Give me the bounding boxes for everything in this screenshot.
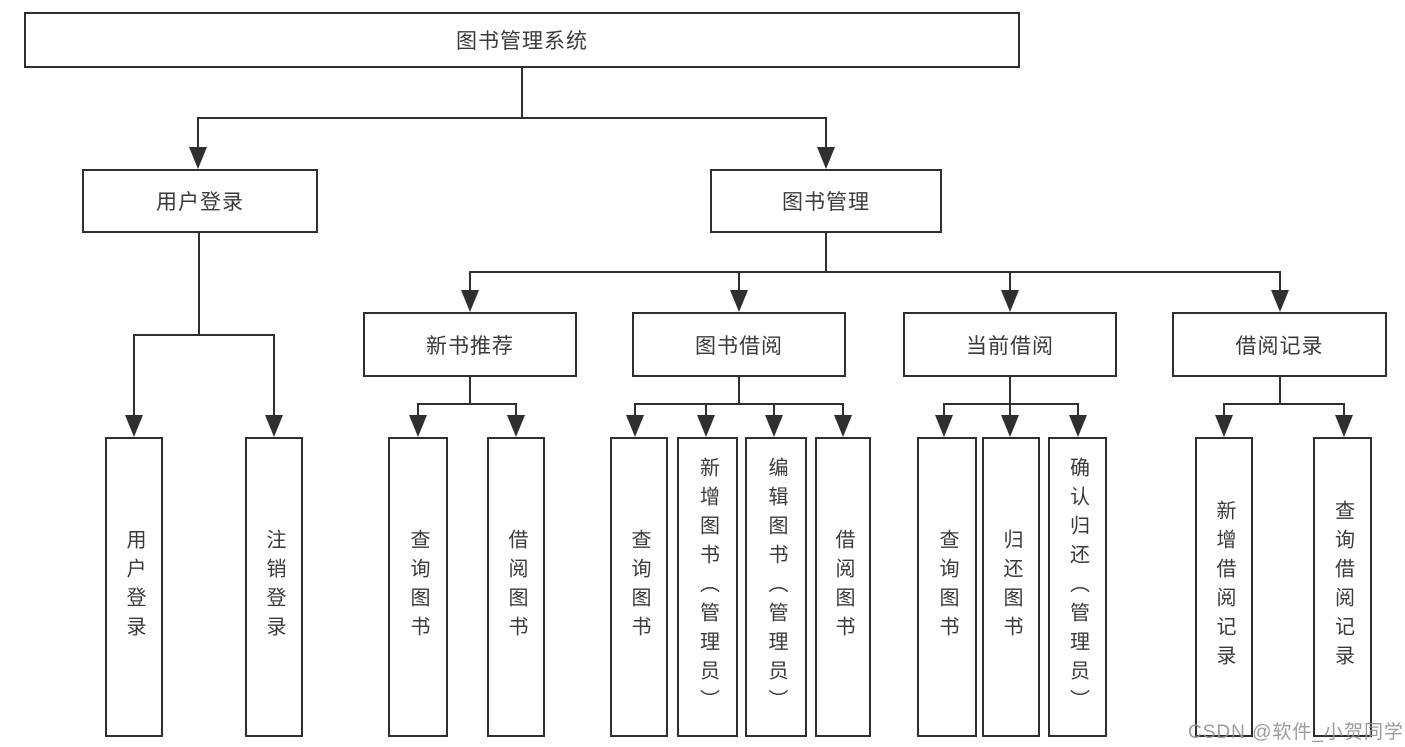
node-book-borrow: 图书借阅 (632, 312, 846, 377)
node-book-management: 图书管理 (710, 169, 942, 233)
arrow-cb-confirm-head (1069, 415, 1087, 437)
arrow-leaf-logout-shaft (273, 334, 275, 415)
node-user-login: 用户登录 (82, 169, 318, 233)
leaf-label: 借阅图书 (832, 529, 854, 645)
arrow-br-add-head (1215, 415, 1233, 437)
node-new-book-recommend: 新书推荐 (363, 312, 577, 377)
arrow-bb-query-head (626, 415, 644, 437)
node-label: 用户登录 (156, 191, 244, 214)
connector-root-trunk (521, 66, 523, 117)
arrow-leaf-user-login-shaft (133, 334, 135, 415)
arrow-bb-edit-head (765, 415, 783, 437)
arrow-br-add-shaft (1223, 403, 1225, 415)
connector-book-borrow-trunk (738, 375, 740, 405)
leaf-current-return-books: 归还图书 (982, 437, 1040, 737)
leaf-label: 新增图书（管理员） (696, 456, 719, 718)
leaf-logout-login: 注销登录 (245, 437, 303, 737)
leaf-borrow-edit-books-admin: 编辑图书（管理员） (745, 437, 807, 737)
node-current-borrow: 当前借阅 (903, 312, 1117, 377)
leaf-record-query-borrow-record: 查询借阅记录 (1313, 437, 1372, 737)
leaf-label: 归还图书 (1000, 529, 1022, 645)
node-label: 图书管理系统 (456, 30, 588, 53)
arrow-book-management-head (817, 147, 835, 169)
connector-book-management-bar (469, 271, 1281, 273)
leaf-label: 注销登录 (263, 529, 285, 645)
node-label: 借阅记录 (1235, 334, 1324, 358)
connector-current-borrow-trunk (1009, 375, 1011, 405)
arrow-cb-return-shaft (1009, 403, 1011, 415)
connector-user-login-bar (133, 334, 275, 336)
leaf-current-confirm-return-admin: 确认归还（管理员） (1048, 437, 1107, 737)
connector-new-book-bar (417, 403, 517, 405)
leaf-user-login: 用户登录 (105, 437, 163, 737)
arrow-nb-borrow-head (507, 415, 525, 437)
arrow-user-login-head (189, 147, 207, 169)
arrow-current-borrow-head (1001, 290, 1019, 312)
arrow-borrow-record-shaft (1279, 271, 1281, 290)
arrow-nb-borrow-shaft (515, 403, 517, 415)
leaf-newbook-query-books: 查询图书 (388, 437, 448, 737)
node-label: 图书管理 (782, 191, 870, 214)
leaf-current-query-books: 查询图书 (917, 437, 977, 737)
arrow-leaf-logout-head (265, 415, 283, 437)
connector-new-book-trunk (469, 375, 471, 405)
arrow-current-borrow-shaft (1009, 271, 1011, 290)
arrow-leaf-user-login-head (125, 415, 143, 437)
arrow-br-query-shaft (1343, 403, 1345, 415)
arrow-new-book-head (461, 290, 479, 312)
arrow-nb-query-shaft (417, 403, 419, 415)
leaf-label: 查询图书 (407, 529, 429, 645)
arrow-cb-query-head (935, 415, 953, 437)
connector-current-borrow-bar (943, 403, 1079, 405)
leaf-newbook-borrow-books: 借阅图书 (487, 437, 545, 737)
arrow-br-query-head (1335, 415, 1353, 437)
arrow-cb-query-shaft (943, 403, 945, 415)
node-label: 图书借阅 (695, 334, 783, 358)
leaf-label: 查询借阅记录 (1331, 500, 1354, 674)
connector-borrow-record-trunk (1279, 375, 1281, 405)
arrow-bb-borrow-shaft (842, 403, 844, 415)
arrow-new-book-shaft (469, 271, 471, 290)
csdn-watermark: CSDN @软件_小贺同学 (1188, 722, 1404, 743)
leaf-record-add-borrow-record: 新增借阅记录 (1195, 437, 1253, 737)
leaf-label: 查询图书 (936, 529, 958, 645)
leaf-label: 用户登录 (123, 529, 145, 645)
node-label: 当前借阅 (966, 334, 1054, 358)
leaf-borrow-borrow-books: 借阅图书 (815, 437, 871, 737)
arrow-bb-edit-shaft (773, 403, 775, 415)
arrow-book-management-shaft (825, 117, 827, 147)
node-label: 新书推荐 (426, 334, 514, 358)
arrow-book-borrow-shaft (738, 271, 740, 290)
arrow-bb-query-shaft (634, 403, 636, 415)
arrow-cb-return-head (1001, 415, 1019, 437)
connector-root-bar (197, 117, 827, 119)
arrow-cb-confirm-shaft (1077, 403, 1079, 415)
node-borrow-record: 借阅记录 (1172, 312, 1387, 377)
arrow-borrow-record-head (1271, 290, 1289, 312)
arrow-bb-borrow-head (834, 415, 852, 437)
connector-borrow-record-bar (1223, 403, 1345, 405)
leaf-label: 查询图书 (628, 529, 650, 645)
leaf-borrow-add-books-admin: 新增图书（管理员） (677, 437, 738, 737)
node-library-system: 图书管理系统 (24, 12, 1020, 68)
leaf-label: 确认归还（管理员） (1066, 456, 1089, 718)
connector-book-borrow-bar (634, 403, 844, 405)
leaf-label: 新增借阅记录 (1213, 500, 1235, 674)
arrow-bb-add-head (697, 415, 715, 437)
leaf-label: 借阅图书 (505, 529, 527, 645)
arrow-user-login-shaft (197, 117, 199, 147)
connector-book-management-trunk (825, 231, 827, 273)
arrow-nb-query-head (409, 415, 427, 437)
leaf-borrow-query-books: 查询图书 (610, 437, 668, 737)
arrow-bb-add-shaft (705, 403, 707, 415)
leaf-label: 编辑图书（管理员） (765, 456, 787, 718)
connector-user-login-trunk (198, 231, 200, 336)
arrow-book-borrow-head (730, 290, 748, 312)
